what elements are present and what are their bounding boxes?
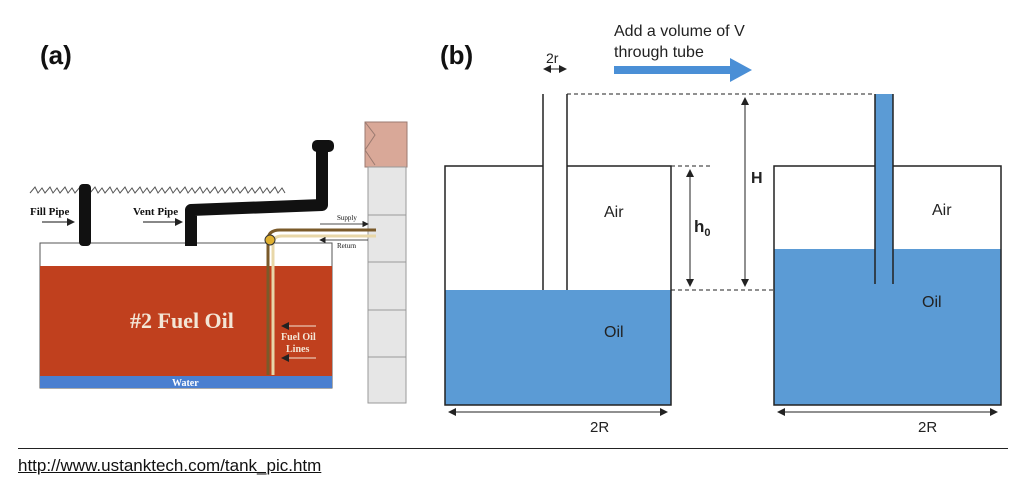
h0-label: h0 [694, 217, 711, 239]
left-oil-label: Oil [604, 324, 624, 341]
panel-b-illustration: 2r Add a volume of V through tube Air Oi… [444, 23, 1002, 436]
source-link[interactable]: http://www.ustanktech.com/tank_pic.htm [18, 456, 322, 475]
h0-subscript: 0 [704, 227, 710, 239]
panel-a-label: (a) [40, 40, 72, 70]
line-fitting [264, 234, 276, 246]
panel-a-illustration: Fill Pipe Vent Pipe Supply Return #2 Fue… [29, 121, 408, 404]
instruction-line-1: Add a volume of V [614, 23, 745, 40]
fill-pipe [79, 184, 91, 246]
fill-pipe-label: Fill Pipe [30, 206, 70, 218]
direction-arrow [614, 58, 752, 82]
return-label: Return [337, 242, 357, 250]
right-tube [875, 94, 893, 284]
fuel-lines-label-2: Lines [286, 344, 309, 355]
left-tank-oil [445, 290, 671, 405]
fuel-lines-label-1: Fuel Oil [281, 332, 316, 343]
vent-cap [312, 140, 334, 152]
supply-label: Supply [337, 214, 357, 222]
vent-pipe-label: Vent Pipe [133, 206, 178, 218]
right-width-label: 2R [918, 419, 937, 436]
water-layer [40, 376, 332, 388]
H-label: H [751, 170, 763, 187]
tube-width-label: 2r [546, 50, 559, 66]
right-oil-label: Oil [922, 294, 942, 311]
separator-rule [18, 448, 1008, 449]
left-tube [543, 94, 567, 290]
left-width-label: 2R [590, 419, 609, 436]
foundation-wall [364, 121, 408, 404]
instruction-line-2: through tube [614, 44, 704, 61]
vent-pipe [185, 148, 328, 246]
grass-line [29, 186, 286, 194]
water-label: Water [172, 378, 199, 389]
panel-b-label: (b) [440, 40, 474, 70]
tank-contents-label: #2 Fuel Oil [130, 308, 234, 333]
right-air-label: Air [932, 202, 952, 219]
left-air-label: Air [604, 204, 624, 221]
